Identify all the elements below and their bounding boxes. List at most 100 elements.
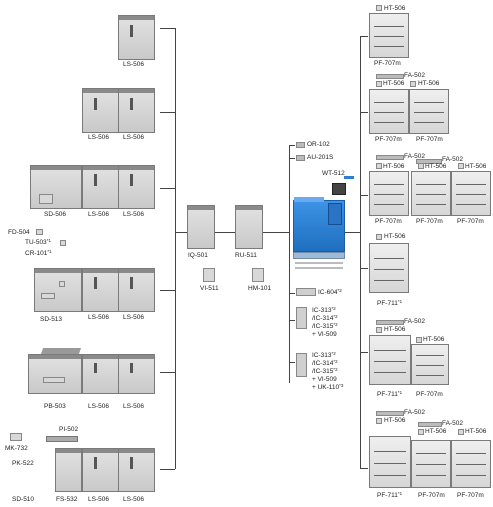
ls506-label: LS-506 [88,496,109,503]
fa502-label: FA-502 [404,318,425,325]
ht506-icon [376,234,382,240]
ic-group1-l2: /IC-314*2 [312,314,338,322]
main-branch-or [289,145,295,146]
ht506-icon [418,163,424,169]
ht506-icon [458,429,464,435]
main-press-top [294,197,324,202]
main-press-body [293,197,345,252]
or102-icon [296,142,305,148]
ic604-icon [296,288,316,296]
ht506-label: HT-506 [383,80,405,87]
pf707m-label: PF-707m [457,218,484,225]
ht506-icon [376,81,382,87]
left-branch-4 [160,290,175,291]
fa502-label: FA-502 [442,156,463,163]
ht506-label: HT-506 [384,233,406,240]
right-branch-4 [360,268,368,269]
ht506-icon [410,81,416,87]
pf711-label: PF-711*1 [377,390,403,398]
pf707m-unit [409,89,449,134]
fa502-bar [376,320,404,325]
left-branch-5 [160,372,175,373]
ls506-unit [118,268,155,312]
pf711-label: PF-711*1 [377,491,403,499]
ls506-label: LS-506 [88,403,109,410]
ic-group2-l5: + UK-110*3 [312,383,344,391]
right-branch-6 [360,468,368,469]
fd504-label: FD-504 [8,229,30,236]
ic-group2-l4: + VI-509 [312,376,337,383]
ls506-unit [82,354,119,394]
ls506-label: LS-506 [123,403,144,410]
ic-group1-l1: IC-313*2 [312,306,336,314]
pf711-unit [369,243,409,293]
or102-label: OR-102 [307,141,330,148]
au201s-icon [296,155,305,161]
pf707m-unit [369,171,409,216]
pk522-label: PK-522 [12,460,34,467]
fa502-bar [376,74,404,79]
ls506-label: LS-506 [123,496,144,503]
main-press-stand2 [295,267,343,269]
control-monitor [332,183,346,195]
fa502-bar [416,159,442,164]
ic-group1-l4: + VI-509 [312,331,337,338]
tu503-label: TU-503*1 [25,238,51,246]
ru-to-main-line [263,232,289,233]
right-branch-3 [360,195,368,196]
iq501-label: IQ-501 [188,252,208,259]
pf707m-unit [369,89,409,134]
sd506-unit [30,165,82,209]
main-branch-ic2 [289,362,295,363]
ic-group1-tower [296,307,307,329]
ls506-unit [118,354,155,394]
ru511-label: RU-511 [235,252,257,259]
fs532-unit [55,448,82,492]
ru511-unit [235,205,263,249]
main-bus-line [289,145,290,383]
ls506-label: LS-506 [88,211,109,218]
ht506-label: HT-506 [384,5,406,12]
fa502-label: FA-502 [404,153,425,160]
ic604-label: IC-604*2 [318,288,342,296]
left-branch-2 [160,112,175,113]
pb503-label: PB-503 [44,403,66,410]
ht506-icon [458,163,464,169]
ht506-label: HT-506 [423,336,445,343]
ic-group2-tower [296,353,307,377]
pf711-label: PF-711*1 [377,299,403,307]
pb503-top-arm [40,348,82,354]
ht506-icon [418,429,424,435]
sd513-unit [34,268,82,312]
iq501-unit [187,205,215,249]
iq-to-ru-line [215,232,235,233]
ls506-unit [118,88,155,133]
mk732-icon [10,433,22,441]
fa502-bar [376,155,404,160]
pf707m-unit [411,440,451,488]
sd506-label: SD-506 [44,211,67,218]
wt512-label: WT-512 [322,170,345,177]
sd510-label: SD-510 [12,496,35,503]
cr101-label: CR-101*1 [25,249,52,257]
hm101-icon [252,268,264,282]
fa502-label: FA-502 [404,72,425,79]
ht506-label: HT-506 [425,163,447,170]
main-press-panel [328,203,342,225]
bus-to-iq-line [175,232,187,233]
ic-group2-l3: /IC-315*2 [312,367,338,375]
fa502-label: FA-502 [442,420,463,427]
fd504-icon [36,229,43,235]
pf707m-label: PF-707m [416,136,443,143]
pf711-unit [369,335,411,385]
right-bus-line [360,36,361,468]
hm101-label: HM-101 [248,285,272,292]
pf707m-label: PF-707m [416,218,443,225]
wt512-arm [344,176,354,179]
tu503-icon [60,240,66,246]
main-branch-ic1 [289,320,295,321]
left-branch-3 [160,188,175,189]
pf707m-label: PF-707m [457,492,484,499]
ht506-icon [416,337,422,343]
main-branch-au [289,158,295,159]
